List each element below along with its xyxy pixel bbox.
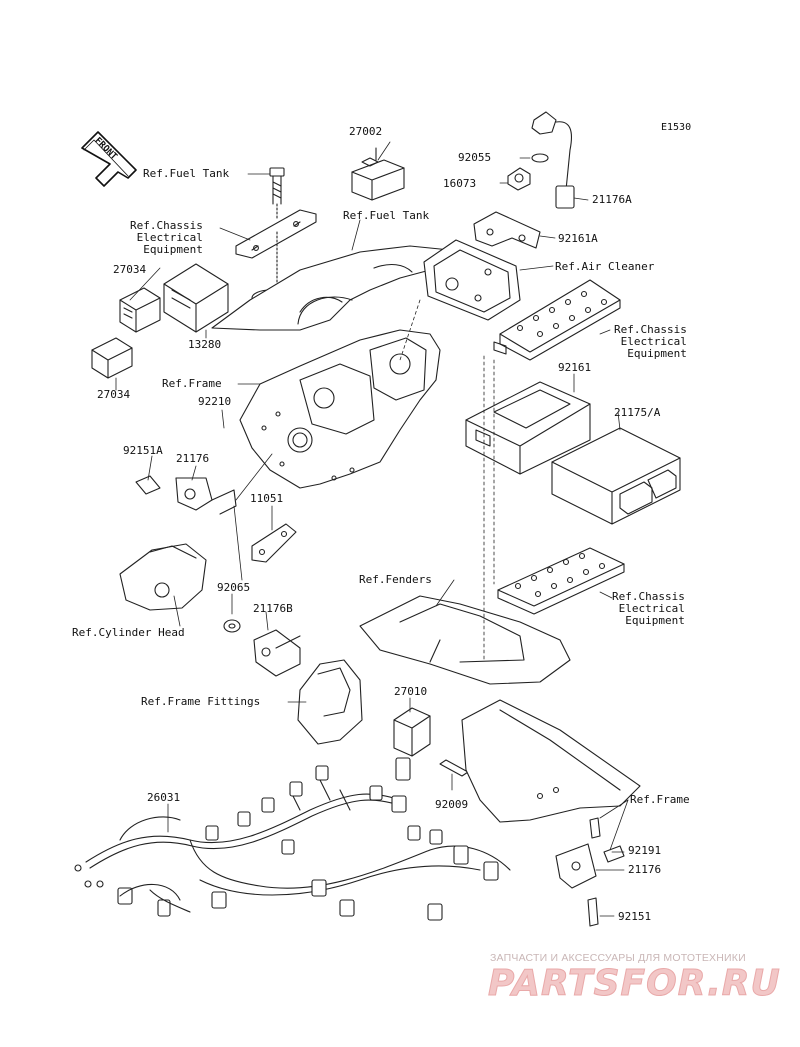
sensor-21176A xyxy=(507,111,575,209)
ref-cylinder-head: Ref.Cylinder Head xyxy=(72,626,185,639)
ref-chassis-electrical-3: Ref.Chassis Electrical Equipment xyxy=(612,590,685,627)
part-92009: 92009 xyxy=(435,798,469,811)
part-27034-lower: 27034 xyxy=(97,388,131,401)
wiring-harness-26031 xyxy=(74,765,511,921)
part-26031: 26031 xyxy=(147,791,181,804)
part-92151A: 92151A xyxy=(123,444,163,457)
air-cleaner xyxy=(423,239,521,321)
part-13280: 13280 xyxy=(188,338,222,351)
part-92161: 92161 xyxy=(558,361,592,374)
part-11051: 11051 xyxy=(250,492,284,505)
chassis-tray-upper xyxy=(493,279,621,361)
ref-frame-1: Ref.Frame xyxy=(162,377,222,390)
part-21176A: 21176A xyxy=(592,193,632,206)
fuel-tank xyxy=(211,245,461,331)
ref-fuel-tank-1: Ref.Fuel Tank xyxy=(143,167,230,180)
washer-92065 xyxy=(223,619,241,633)
front-arrow-icon xyxy=(81,131,137,187)
ref-frame-2: Ref.Frame xyxy=(630,793,690,806)
sensor-21176-upper xyxy=(135,475,237,515)
part-21176-upper: 21176 xyxy=(176,452,210,465)
ref-frame-fittings: Ref.Frame Fittings xyxy=(141,695,261,708)
part-27010: 27010 xyxy=(394,685,428,698)
ref-air-cleaner: Ref.Air Cleaner xyxy=(555,260,655,273)
sensor-21176-lower xyxy=(555,817,625,927)
part-92055: 92055 xyxy=(458,151,492,164)
ecu-holder-92161 xyxy=(465,381,591,475)
fenders xyxy=(359,595,571,685)
watermark-logo: PARTSFOR.RU xyxy=(488,963,781,1005)
part-21176-lower: 21176 xyxy=(628,863,662,876)
leader-lines xyxy=(115,141,629,917)
part-92151: 92151 xyxy=(618,910,652,923)
part-27002: 27002 xyxy=(349,125,383,138)
bracket-92161A xyxy=(473,211,541,249)
connector-27034-lower xyxy=(91,337,133,379)
ref-fenders: Ref.Fenders xyxy=(359,573,432,586)
chassis-tray-lower xyxy=(497,547,625,615)
watermark-subtitle: ЗАПЧАСТИ И АКСЕССУАРЫ ДЛЯ МОТОТЕХНИКИ xyxy=(490,952,746,964)
part-16073: 16073 xyxy=(443,177,477,190)
bolt-92009 xyxy=(439,759,469,777)
part-92210: 92210 xyxy=(198,395,232,408)
diagram-code: E1530 xyxy=(661,122,692,133)
part-92191: 92191 xyxy=(628,844,662,857)
frame-right xyxy=(461,699,641,823)
frame-inner xyxy=(239,329,441,489)
connector-13280 xyxy=(163,263,229,333)
ref-chassis-electrical-1: Ref.Chassis Electrical Equipment xyxy=(130,219,203,256)
part-27034-upper: 27034 xyxy=(113,263,147,276)
sensor-21176B xyxy=(253,629,301,677)
cylinder-head xyxy=(119,543,207,611)
ref-fuel-tank-2: Ref.Fuel Tank xyxy=(343,209,430,222)
chassis-bracket xyxy=(235,209,317,259)
part-92161A: 92161A xyxy=(558,232,598,245)
relay-27002 xyxy=(351,147,405,201)
part-21176B: 21176B xyxy=(253,602,293,615)
part-92065: 92065 xyxy=(217,581,251,594)
connector-27034-upper xyxy=(119,287,161,333)
frame-fittings xyxy=(297,659,363,745)
part-21175A: 21175/A xyxy=(614,406,661,419)
relay-27010 xyxy=(393,707,431,781)
bracket-11051 xyxy=(251,523,297,563)
ref-chassis-electrical-2: Ref.Chassis Electrical Equipment xyxy=(614,323,687,360)
fuel-tank-bolt xyxy=(269,167,285,219)
